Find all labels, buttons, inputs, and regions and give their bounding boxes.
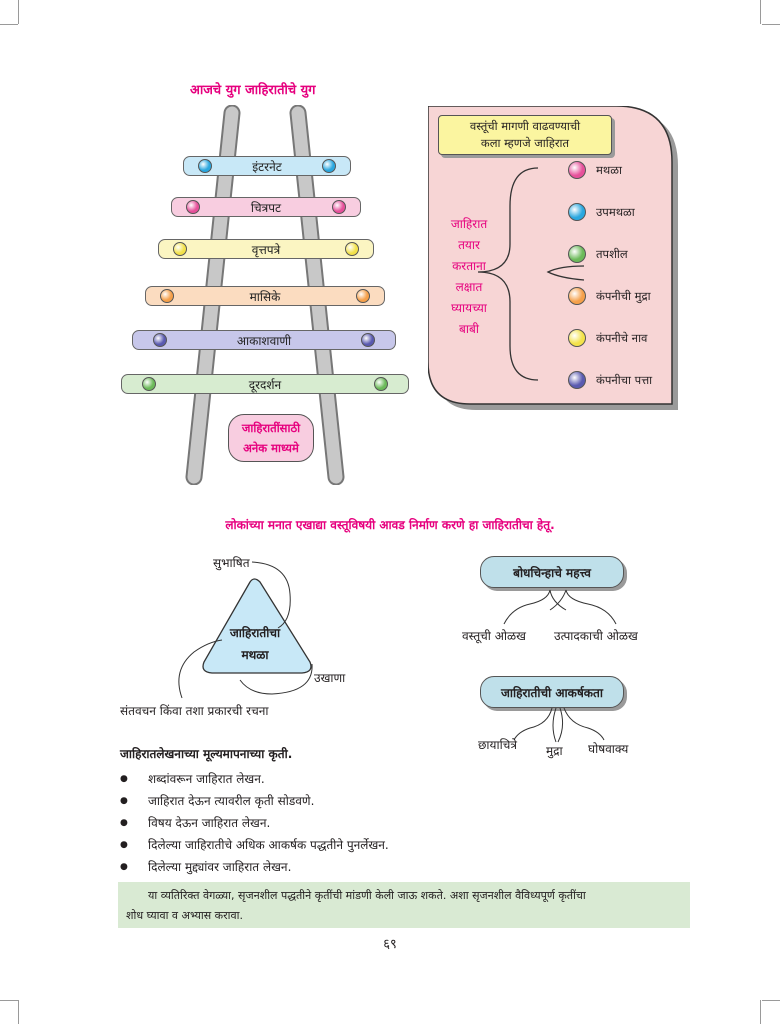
ball-icon	[568, 245, 586, 263]
panel-item-label: मथळा	[596, 162, 622, 177]
logo-importance-box: बोधचिन्हाचे महत्त्व	[480, 556, 624, 588]
list-item: दिलेल्या जाहिरातीचे अधिक आकर्षक पद्धतीने…	[120, 834, 389, 856]
crop-mark	[18, 0, 19, 24]
evaluation-heading: जाहिरातलेखनाच्या मूल्यमापनाच्या कृती.	[120, 747, 293, 761]
rung-label: मासिके	[249, 289, 281, 304]
triangle-label-top: सुभाषित	[213, 556, 250, 570]
panel-item: मथळा	[568, 158, 680, 182]
logo-importance-title: बोधचिन्हाचे महत्त्व	[513, 565, 591, 580]
purpose-line: लोकांच्या मनात एखाद्या वस्तूविषयी आवड नि…	[225, 518, 555, 532]
rung-label: दूरदर्शन	[248, 377, 282, 392]
panel-header-line1: वस्तूंची मागणी वाढवण्याची	[469, 119, 581, 133]
media-badge: जाहिरातींसाठी अनेक माध्यमे	[228, 414, 314, 462]
ball-icon	[568, 287, 586, 305]
list-item: दिलेल्या मुद्द्यांवर जाहिरात लेखन.	[120, 856, 389, 878]
ball-icon	[361, 333, 375, 347]
crop-mark	[760, 0, 761, 24]
media-badge-line2: अनेक माध्यमे	[243, 441, 299, 455]
ball-icon	[186, 200, 200, 214]
ball-icon	[198, 159, 212, 173]
ball-icon	[332, 200, 346, 214]
ball-icon	[153, 333, 167, 347]
crop-mark	[0, 1000, 18, 1001]
attractiveness-connectors	[513, 708, 605, 743]
crop-mark	[0, 24, 18, 25]
page-number: ६९	[383, 937, 397, 952]
logo-importance-right: उत्पादकाची ओळख	[554, 629, 638, 643]
ladder-title: आजचे युग जाहिरातीचे युग	[190, 83, 316, 98]
attractiveness-title: जाहिरातीची आकर्षकता	[501, 685, 603, 700]
panel-item-label: कंपनीचा पत्ता	[596, 372, 653, 387]
panel-left-line: जाहिरात	[450, 217, 488, 231]
panel-item: कंपनीचे नाव	[568, 326, 680, 350]
panel-item: कंपनीचा पत्ता	[568, 368, 680, 392]
panel-left-line: घ्यायच्या	[451, 301, 487, 315]
triangle-label-bottom: संतवचन किंवा तशा प्रकारची रचना	[120, 704, 269, 718]
ball-icon	[374, 377, 388, 391]
panel-left-line: लक्षात	[455, 280, 483, 294]
panel-left-line: करताना	[452, 259, 486, 273]
ball-icon	[568, 161, 586, 179]
panel-item-label: तपशील	[596, 246, 628, 261]
crop-mark	[18, 1000, 19, 1024]
attractiveness-box: जाहिरातीची आकर्षकता	[480, 676, 624, 708]
rung-movies: चित्रपट	[171, 197, 361, 217]
ball-icon	[142, 377, 156, 391]
rung-internet: इंटरनेट	[183, 156, 351, 176]
attractiveness-left: छायाचित्रे	[478, 738, 517, 752]
panel-header: वस्तूंची मागणी वाढवण्याची कला म्हणजे जाह…	[438, 115, 612, 155]
panel-item-label: कंपनीची मुद्रा	[596, 288, 651, 303]
list-item: शब्दांवरून जाहिरात लेखन.	[120, 768, 389, 790]
rung-label: चित्रपट	[250, 200, 282, 215]
ball-icon	[568, 329, 586, 347]
triangle-line2: मथळा	[241, 648, 269, 662]
logo-importance-connectors	[503, 589, 617, 625]
triangle-line1: जाहिरातीचा	[229, 626, 281, 640]
panel-item-list: मथळा उपमथळा तपशील कंपनीची मुद्रा कंपनीचे…	[568, 158, 680, 392]
ball-icon	[173, 242, 187, 256]
triangle-title: जाहिरातीचा मथळा	[214, 622, 296, 666]
panel-item: कंपनीची मुद्रा	[568, 284, 680, 308]
ball-icon	[568, 371, 586, 389]
media-badge-line1: जाहिरातींसाठी	[241, 421, 301, 435]
rung-label: आकाशवाणी	[236, 333, 292, 348]
panel-left-line: तयार	[458, 238, 480, 252]
list-item: जाहिरात देऊन त्यावरील कृती सोडवणे.	[120, 790, 389, 812]
attractiveness-middle: मुद्रा	[546, 744, 563, 758]
ball-icon	[356, 289, 370, 303]
note-box: या व्यतिरिक्त वेगळ्या, सृजनशील पद्धतीने …	[118, 882, 690, 928]
panel-item: उपमथळा	[568, 200, 680, 224]
rung-newspapers: वृत्तपत्रे	[158, 239, 374, 259]
panel-header-line2: कला म्हणजे जाहिरात	[480, 136, 570, 150]
ball-icon	[345, 242, 359, 256]
crop-mark	[762, 24, 780, 25]
attractiveness-right: घोषवाक्य	[588, 742, 629, 756]
rung-label: इंटरनेट	[252, 159, 282, 174]
ball-icon	[568, 203, 586, 221]
note-line2: शोध घ्यावा व अभ्यास करावा.	[126, 909, 243, 922]
triangle-diagram	[178, 561, 313, 699]
rung-label: वृत्तपत्रे	[251, 242, 281, 257]
rung-radio: आकाशवाणी	[132, 330, 396, 350]
rung-magazines: मासिके	[145, 286, 385, 306]
advert-panel	[428, 106, 678, 410]
crop-mark	[760, 1000, 761, 1024]
rung-television: दूरदर्शन	[121, 374, 409, 394]
crop-mark	[762, 1000, 780, 1001]
ball-icon	[160, 289, 174, 303]
list-item: विषय देऊन जाहिरात लेखन.	[120, 812, 389, 834]
note-line1: या व्यतिरिक्त वेगळ्या, सृजनशील पद्धतीने …	[148, 889, 586, 902]
ball-icon	[322, 159, 336, 173]
triangle-label-right: उखाणा	[314, 671, 346, 685]
panel-left-line: बाबी	[459, 322, 479, 336]
panel-item-label: उपमथळा	[596, 204, 635, 219]
panel-left-text: जाहिरात तयार करताना लक्षात घ्यायच्या बाब…	[438, 214, 500, 340]
logo-importance-left: वस्तूची ओळख	[462, 629, 526, 643]
evaluation-list: शब्दांवरून जाहिरात लेखन. जाहिरात देऊन त्…	[120, 768, 389, 878]
panel-item-label: कंपनीचे नाव	[596, 330, 648, 345]
panel-item: तपशील	[568, 242, 680, 266]
